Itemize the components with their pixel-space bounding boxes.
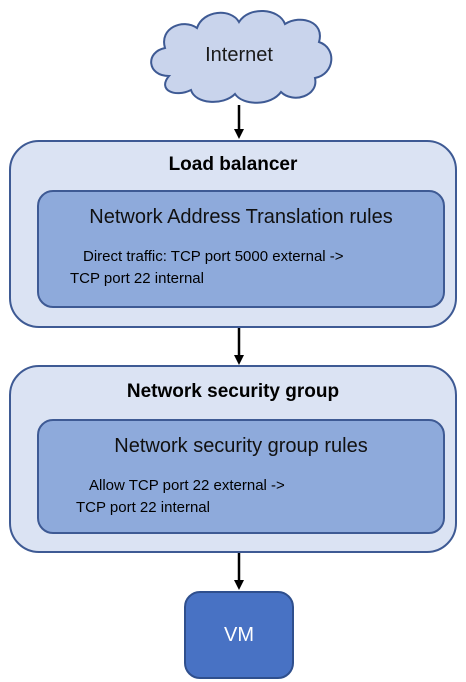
internet-cloud: Internet	[139, 4, 339, 106]
nsg-rules-description: Allow TCP port 22 external -> TCP port 2…	[76, 475, 285, 519]
nat-rules-line-1: Direct traffic: TCP port 5000 external -…	[83, 248, 344, 265]
nat-rules-description: Direct traffic: TCP port 5000 external -…	[70, 246, 344, 290]
internet-label: Internet	[205, 44, 273, 66]
arrow-internet-to-lb	[234, 105, 244, 139]
arrow-nsg-to-vm	[234, 553, 244, 590]
nat-rules-title: Network Address Translation rules	[89, 206, 393, 228]
load-balancer-box: Load balancer Network Address Translatio…	[9, 140, 457, 328]
vm-node: VM	[184, 591, 294, 679]
nsg-title: Network security group	[126, 381, 340, 402]
nsg-rules-box: Network security group rules Allow TCP p…	[37, 419, 445, 534]
cloud-icon	[150, 9, 333, 104]
nsg-rules-line-2: TCP port 22 internal	[76, 499, 210, 516]
nsg-box: Network security group Network security …	[9, 365, 457, 553]
nsg-rules-line-1: Allow TCP port 22 external ->	[89, 477, 285, 494]
nat-rules-box: Network Address Translation rules Direct…	[37, 190, 445, 308]
nat-rules-line-2: TCP port 22 internal	[70, 270, 204, 287]
arrow-lb-to-nsg	[234, 328, 244, 365]
nsg-rules-title: Network security group rules	[114, 435, 368, 457]
vm-label: VM	[224, 624, 254, 646]
load-balancer-title: Load balancer	[168, 154, 298, 175]
